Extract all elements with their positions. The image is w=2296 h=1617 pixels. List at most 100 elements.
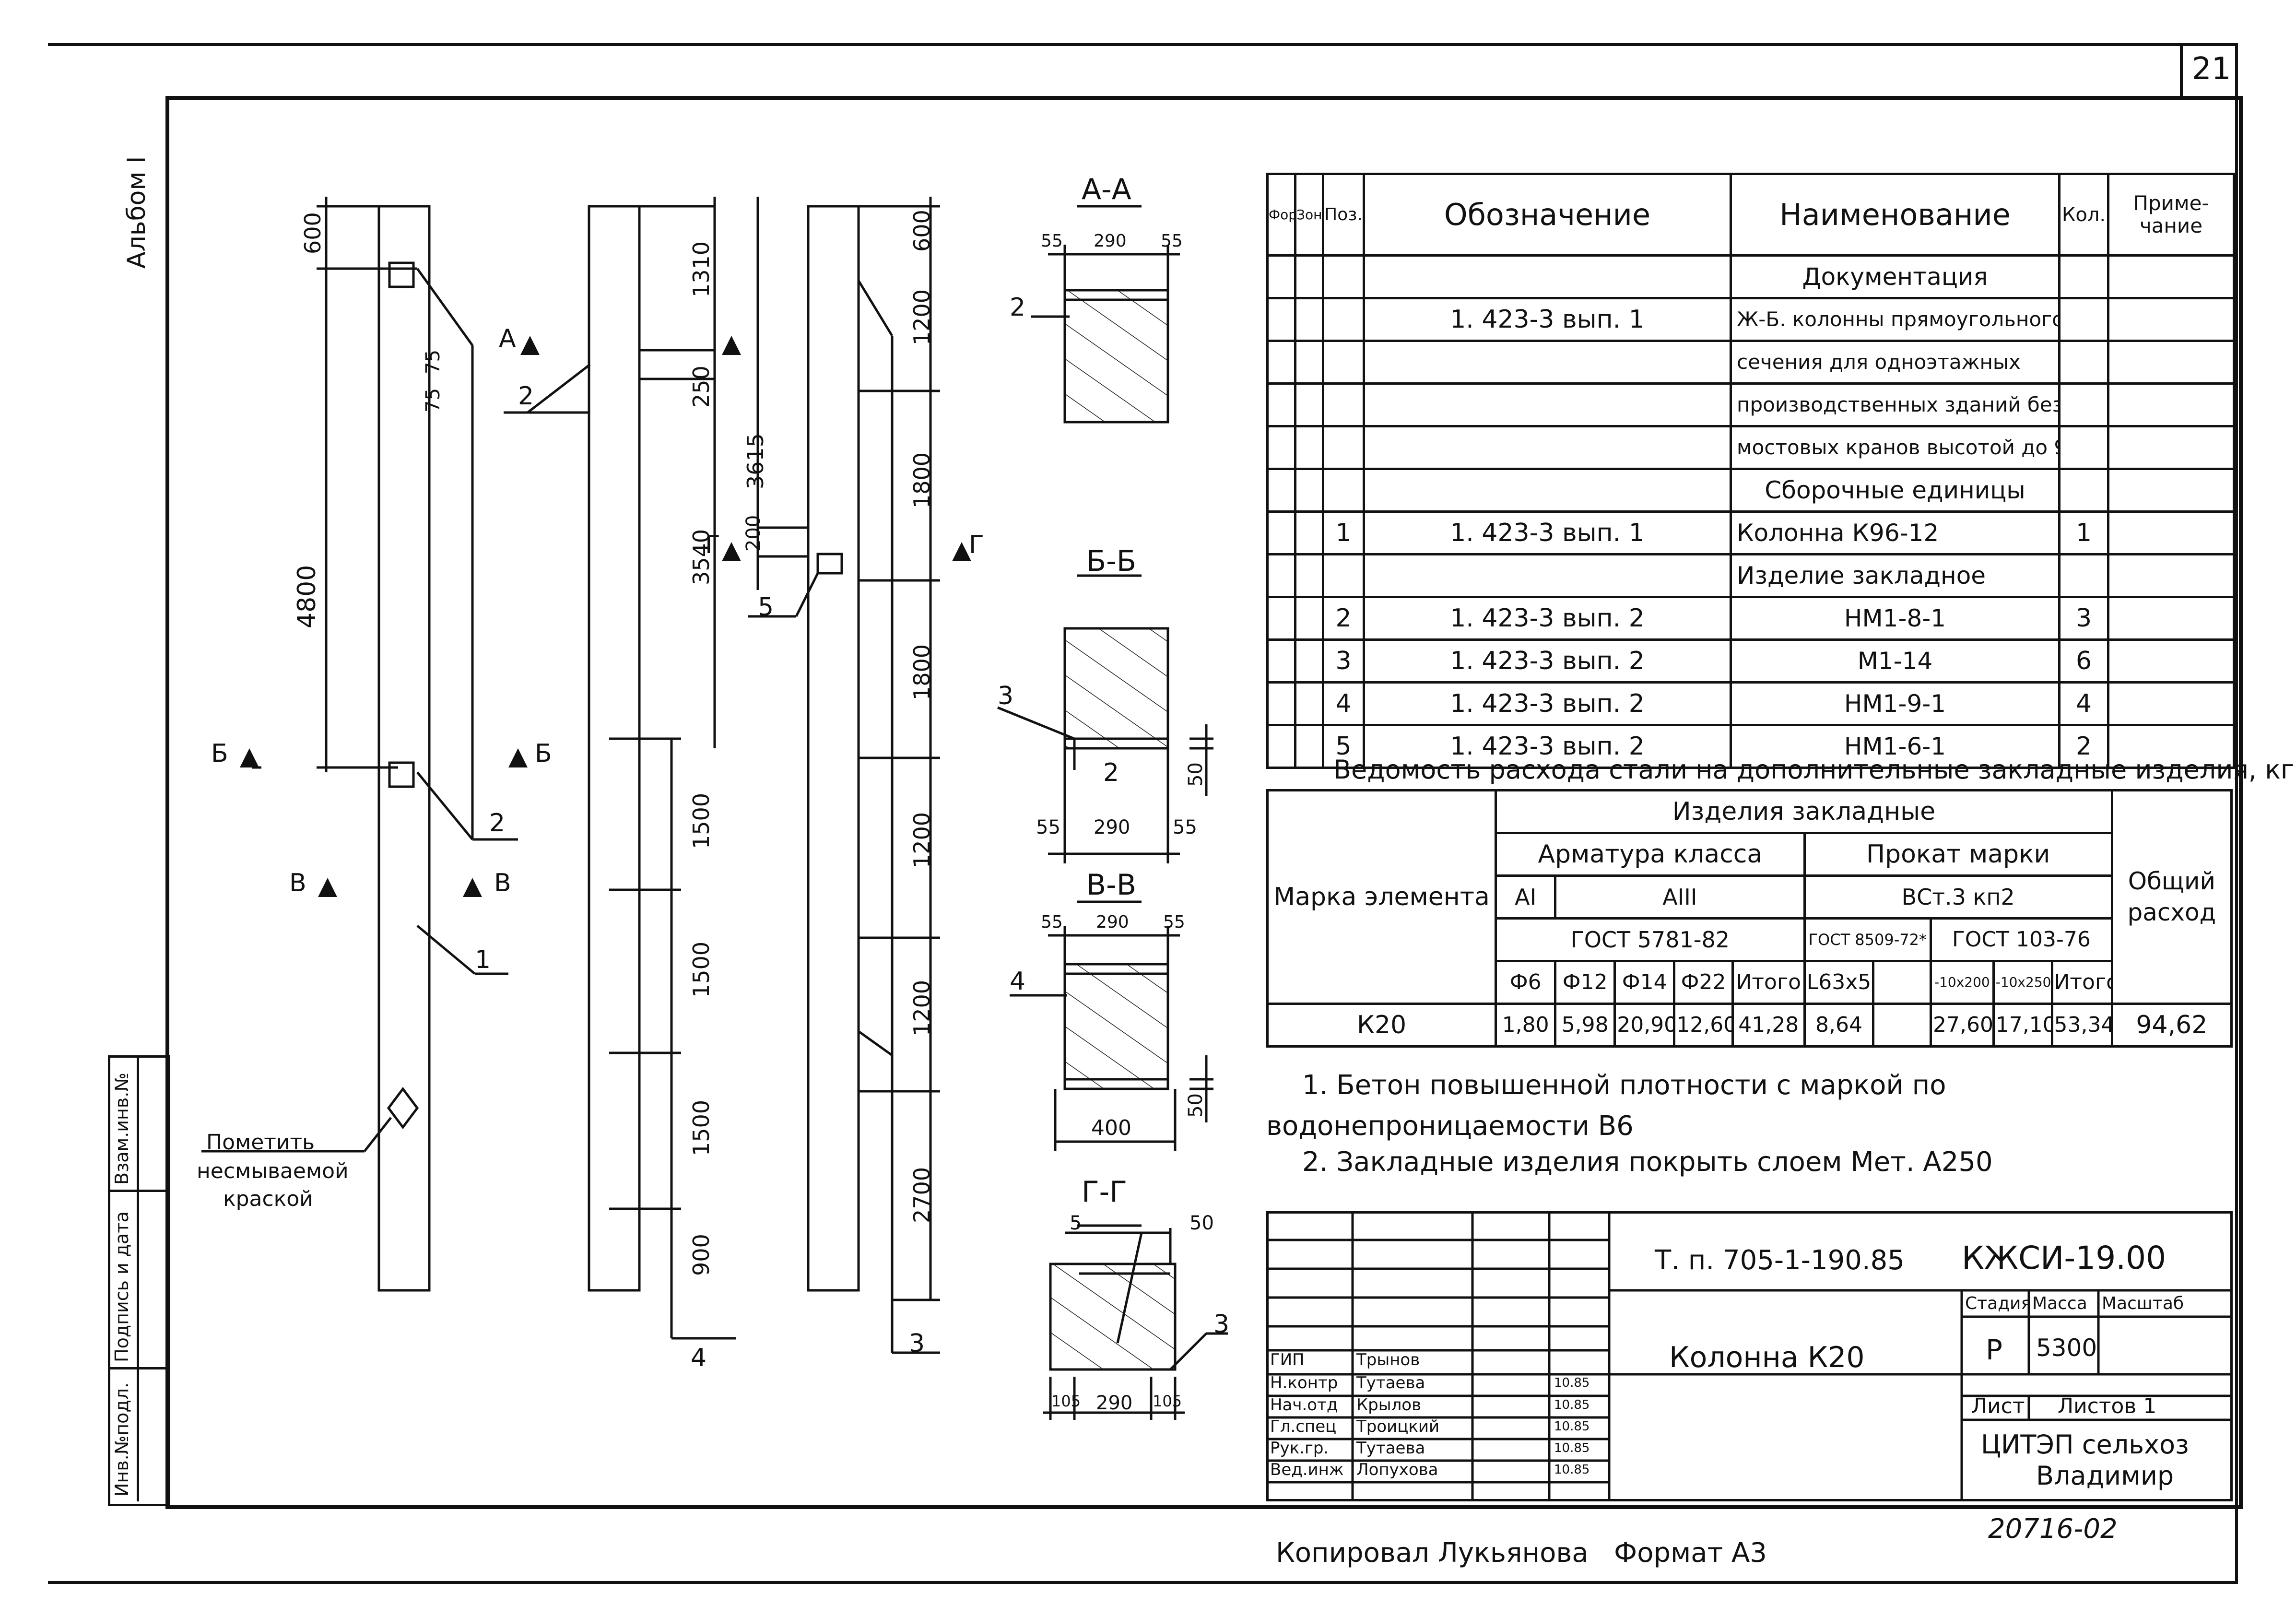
spec-cell-zone [1294,553,1324,598]
spec-cell-qty: 6 [2058,638,2109,684]
tb-person-date: 10.85 [1554,1398,1590,1412]
spec-cell-qty: 4 [2058,681,2109,726]
section-gg-dim-1: 5 [1070,1212,1082,1234]
spec-header-pos: Поз. [1322,173,1365,257]
tb-person-role: Вед.инж [1270,1460,1344,1479]
spec-cell-zone [1294,297,1324,342]
steel-col-header [1872,960,1932,1005]
spec-cell-designation [1363,340,1732,385]
tb-person-name: Тутаева [1356,1439,1425,1458]
spec-header-designation: Обозначение [1363,173,1732,257]
tb-person-date: 10.85 [1554,1419,1590,1434]
spec-header-qty: Кол. [2058,173,2109,257]
tb-sheet-label: Лист [1971,1394,2025,1418]
steel-value: 8,64 [1803,1003,1875,1048]
steel-col-header: L63х5 [1803,960,1875,1005]
spec-cell-name: производственных зданий без [1730,382,2061,427]
section-bb-title: Б-Б [1086,544,1136,578]
sheet-number: 21 [2192,51,2231,87]
footer-format: Формат А3 [1614,1537,1767,1569]
spec-cell-designation [1363,382,1732,427]
tb-name: Колонна К20 [1669,1341,1865,1374]
steel-mark-header: Марка элемента [1266,789,1497,1005]
section-bb-dim-3: 55 [1173,816,1197,838]
spec-cell-name: Колонна К96-12 [1730,510,2061,555]
spec-cell-pos [1322,254,1365,299]
spec-cell-name: НМ1-9-1 [1730,681,2061,726]
steel-value: 1,80 [1495,1003,1557,1048]
footer-copied: Копировал Лукьянова [1276,1537,1589,1569]
spec-row: Документация [1266,254,2235,299]
spec-cell-designation: 1. 423-3 вып. 2 [1363,638,1732,684]
steel-class-aiii: АIII [1554,874,1806,920]
spec-cell-format [1266,340,1296,385]
spec-cell-zone [1294,596,1324,641]
spec-cell-zone [1294,254,1324,299]
section-gg-dim-2: 50 [1189,1212,1214,1234]
section-aa-title: А-А [1082,173,1131,206]
spec-cell-qty [2058,254,2109,299]
steel-arm-header: Арматура класса [1495,832,1806,877]
column-1-outline [377,205,431,1292]
steel-class-ai: АI [1495,874,1557,920]
spec-cell-format [1266,468,1296,513]
section-bb-callout-3: 3 [998,682,1014,710]
tb-person-role: Нач.отд [1270,1395,1338,1415]
spec-cell-zone [1294,425,1324,470]
spec-cell-qty: 3 [2058,596,2109,641]
section-vv-dim-5: 400 [1091,1116,1131,1140]
note-line-2: водонепроницаемости В6 [1266,1110,1634,1142]
spec-cell-name: М1-14 [1730,638,2061,684]
spec-cell-note [2107,553,2235,598]
spec-cell-zone [1294,681,1324,726]
tb-person-name: Лопухова [1356,1460,1438,1479]
spec-cell-zone [1294,510,1324,555]
steel-value: 41,28 [1731,1003,1806,1048]
note-paint-1: Пометить [206,1130,315,1155]
section-bb-dim-2: 290 [1094,816,1130,838]
spec-cell-pos: 2 [1322,596,1365,641]
spec-cell-note [2107,596,2235,641]
spec-row: сечения для одноэтажных [1266,340,2235,385]
spec-cell-format [1266,510,1296,555]
spec-cell-pos [1322,553,1365,598]
steel-col-header: Ф12 [1554,960,1616,1005]
drawing-frame [165,96,2243,1509]
spec-cell-note [2107,638,2235,684]
spec-cell-format [1266,297,1296,342]
section-aa-dim-2: 290 [1094,231,1127,251]
steel-group-header: Изделия закладные [1495,789,2113,834]
steel-col-header: -10х250 [1992,960,2053,1005]
callout-1-col1: 1 [475,945,491,974]
spec-row: Сборочные единицы [1266,468,2235,513]
spec-cell-qty [2058,297,2109,342]
spec-cell-designation: 1. 423-3 вып. 2 [1363,681,1732,726]
tb-person-role: Гл.спец [1270,1417,1337,1436]
spec-cell-format [1266,681,1296,726]
spec-cell-note [2107,510,2235,555]
callout-2-col2: 2 [518,382,534,411]
section-mark-b-right: Б [535,739,552,768]
spec-header-zone: Зона [1294,173,1324,257]
spec-cell-name: мостовых кранов высотой до 9,6м [1730,425,2061,470]
spec-header-format: Формат [1266,173,1296,257]
steel-gost-103: ГОСТ 103-76 [1930,917,2113,962]
tb-person-role: ГИП [1270,1350,1305,1369]
section-mark-v-right: В [494,869,511,897]
steel-table: Марка элемента Изделия закладные Общий р… [1266,789,2233,1048]
note-paint-2: несмываемой [197,1159,349,1183]
spec-cell-pos: 5 [1322,724,1365,769]
spec-cell-name: Документация [1730,254,2061,299]
spec-cell-name: Сборочные единицы [1730,468,2061,513]
tb-scale-label: Масштаб [2102,1294,2184,1313]
spec-cell-pos: 4 [1322,681,1365,726]
spec-cell-name: Изделие закладное [1730,553,2061,598]
steel-total-header: Общий расход [2110,789,2233,1005]
spec-cell-format [1266,596,1296,641]
spec-cell-note [2107,425,2235,470]
tb-person-date: 10.85 [1554,1463,1590,1477]
